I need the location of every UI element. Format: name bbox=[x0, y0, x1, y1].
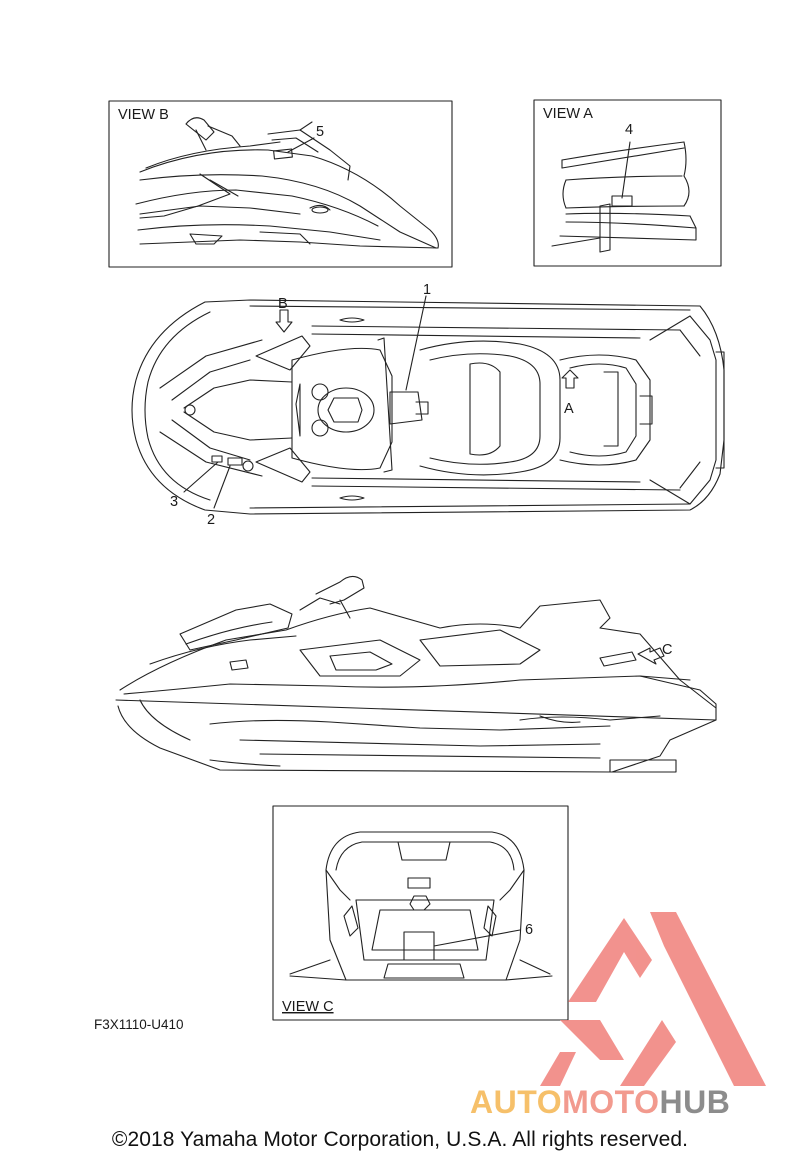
watermark-auto: AUTO bbox=[470, 1084, 563, 1120]
callout-4: 4 bbox=[625, 122, 633, 138]
callout-5: 5 bbox=[316, 124, 324, 140]
watermark-hub: HUB bbox=[659, 1084, 731, 1120]
view-b-inset bbox=[108, 100, 453, 268]
view-b-label: VIEW B bbox=[118, 107, 169, 123]
watermark-logo bbox=[540, 912, 766, 1086]
arrow-b-label: B bbox=[278, 296, 288, 312]
arrow-c-label: C bbox=[662, 642, 672, 658]
view-c-inset bbox=[272, 805, 569, 1021]
figure-code: F3X1110-U410 bbox=[94, 1017, 184, 1032]
callout-1: 1 bbox=[423, 282, 431, 298]
callout-2: 2 bbox=[207, 512, 215, 528]
view-a-label: VIEW A bbox=[543, 106, 593, 122]
watermark-text: AUTOMOTOHUB bbox=[470, 1084, 730, 1121]
view-c-label: VIEW C bbox=[282, 999, 334, 1015]
side-view-watercraft bbox=[115, 575, 717, 773]
callout-3: 3 bbox=[170, 494, 178, 510]
callout-6: 6 bbox=[525, 922, 533, 938]
copyright-notice: ©2018 Yamaha Motor Corporation, U.S.A. A… bbox=[111, 1128, 689, 1151]
top-view-watercraft bbox=[131, 295, 725, 515]
arrow-a-label: A bbox=[564, 401, 574, 417]
watermark-moto: MOTO bbox=[562, 1084, 660, 1120]
view-a-inset bbox=[533, 99, 722, 267]
